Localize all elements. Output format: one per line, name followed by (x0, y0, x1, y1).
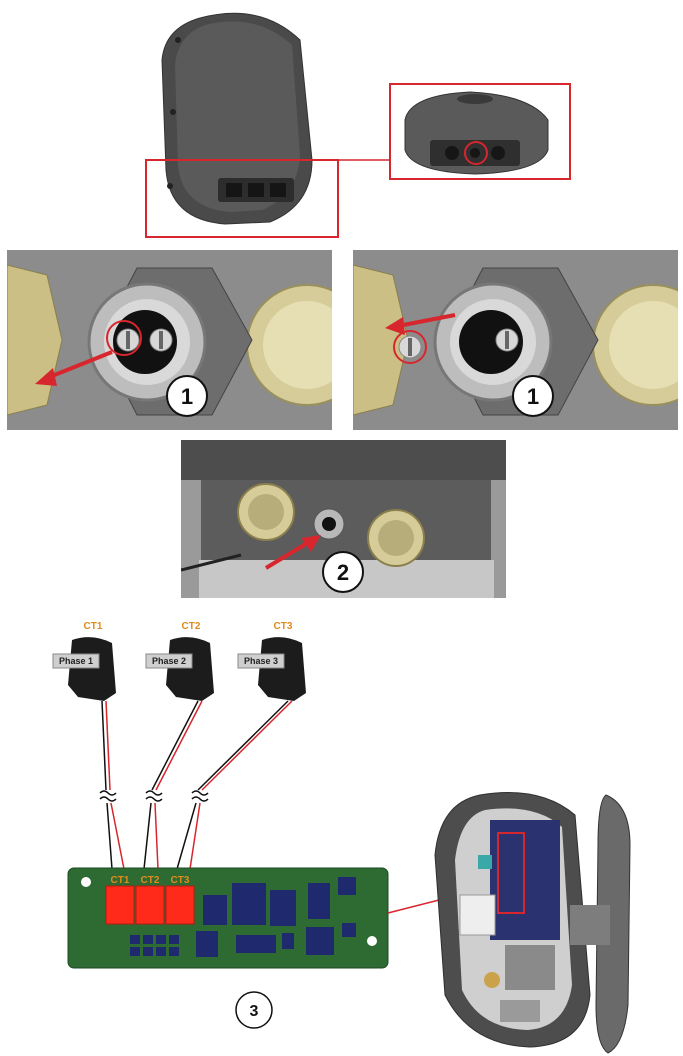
zoom-connector-line (338, 148, 391, 161)
circled-number: 1 (166, 375, 208, 417)
ct2-phase-label: Phase 2 (152, 656, 186, 666)
circled-number: 3 (235, 991, 273, 1029)
ct-clamp-2: CT2 Phase 2 (145, 621, 214, 701)
ct3-phase-label: Phase 3 (244, 656, 278, 666)
ct2-terminal (135, 885, 165, 925)
arrow-icon (35, 350, 113, 386)
plug-highlight-circle (106, 320, 142, 356)
device-rear-view (161, 12, 313, 225)
pcb-board: CT1 CT2 CT3 (67, 867, 389, 969)
step-2-label: 2 (337, 560, 349, 585)
ct1-terminal (105, 885, 135, 925)
arrow-icon (264, 535, 321, 570)
ct3-wires (176, 700, 293, 870)
charger-pcb-highlight (497, 832, 525, 914)
ct2-wires (143, 700, 203, 870)
cable-insertion-figure: 2 (181, 440, 506, 598)
ct1-wires (101, 700, 125, 870)
ct1-phase-label: Phase 1 (59, 656, 93, 666)
gland-closeup-right: 1 (353, 250, 678, 430)
gland-closeup-left: 1 (7, 250, 332, 430)
ct-wiring-figure: CT1 Phase 1 CT2 Phase 2 CT3 Phase 3 (52, 621, 631, 1054)
step-1-left-label: 1 (181, 384, 193, 409)
ct2-title: CT2 (182, 621, 201, 632)
ct-clamp-3: CT3 Phase 3 (237, 621, 306, 701)
charger-open-view (434, 792, 631, 1054)
ct1-title: CT1 (84, 621, 103, 632)
bottom-highlight-box (145, 159, 339, 238)
pcb-ct3-label: CT3 (171, 875, 190, 886)
port-highlight-circle (464, 141, 488, 165)
device-bottom-zoom (404, 91, 549, 175)
circled-number: 1 (512, 375, 554, 417)
device-overview-figure (145, 12, 571, 238)
plug-highlight-circle (393, 330, 427, 364)
arrow-icon (385, 313, 456, 335)
ct-clamp-1: CT1 Phase 1 (52, 621, 116, 701)
pcb-ct2-label: CT2 (141, 875, 160, 886)
step-3-label: 3 (250, 1003, 259, 1020)
ct3-terminal (165, 885, 195, 925)
tilde-break-icon (99, 790, 209, 802)
ct3-title: CT3 (274, 621, 293, 632)
step-1-right-label: 1 (527, 384, 539, 409)
circled-number: 2 (322, 551, 364, 593)
pcb-ct1-label: CT1 (111, 875, 130, 886)
